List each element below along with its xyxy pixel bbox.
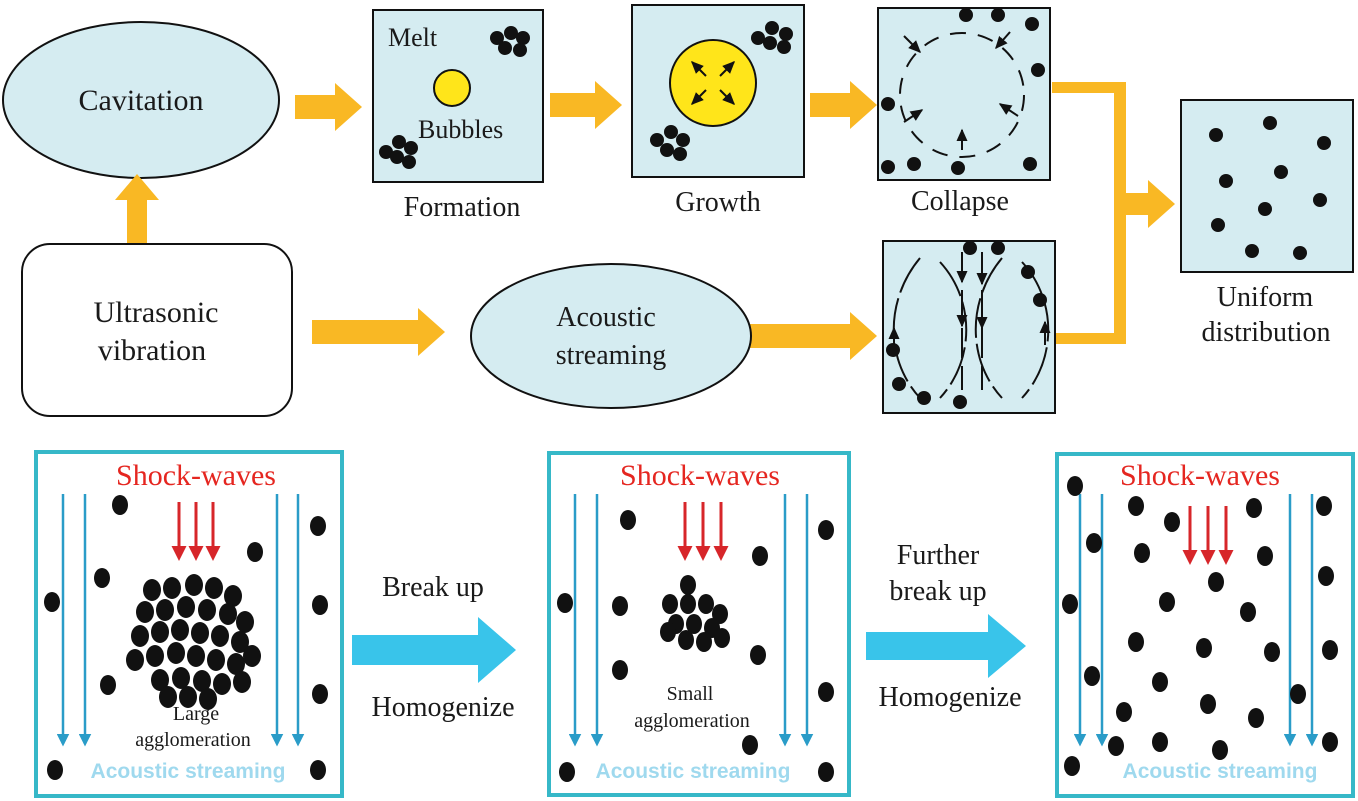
agglomeration-label-line1: Large — [173, 703, 219, 725]
particle-cluster — [379, 26, 530, 169]
growing-bubble — [669, 39, 757, 127]
uniform-label-line2: distribution — [1201, 317, 1330, 348]
acoustic-streaming-node — [470, 263, 752, 409]
shock-waves-label: Shock-waves — [1120, 459, 1280, 492]
up-arrow — [115, 174, 159, 243]
particles — [881, 8, 1045, 175]
cavitation-label: Cavitation — [79, 84, 204, 117]
collapse-panel — [877, 7, 1051, 181]
particles — [886, 241, 1047, 409]
step2-bottom-label: Homogenize — [878, 682, 1021, 713]
acoustic-streaming-caption: Acoustic streaming — [596, 760, 791, 783]
arrow-cavitation-to-formation — [295, 83, 362, 131]
arrow-growth-to-collapse — [810, 81, 877, 129]
formation-panel: Melt Bubbles — [372, 9, 544, 183]
agglomeration-label-line2: agglomeration — [135, 729, 251, 751]
ultrasonic-vibration-node — [21, 243, 293, 417]
small-bubble — [433, 69, 471, 107]
step1-top-label: Break up — [382, 572, 484, 603]
agglomeration-panel-2: Shock-waves Small agglomeration Acoustic… — [547, 451, 851, 797]
step2-top-label-line1: Further — [897, 540, 980, 571]
agglomeration-label-line1: Small — [667, 683, 714, 705]
step1-arrow — [352, 617, 516, 683]
cavitation-node — [2, 21, 280, 179]
agglomeration-label-line2: agglomeration — [634, 710, 750, 732]
step1-bottom-label: Homogenize — [371, 692, 514, 723]
step2-arrow — [866, 614, 1026, 678]
uniform-panel — [1180, 99, 1354, 273]
acoustic-streaming-caption: Acoustic streaming — [1123, 760, 1318, 783]
uniform-label-line1: Uniform — [1217, 282, 1314, 313]
acoustic-streaming-caption: Acoustic streaming — [91, 760, 286, 783]
acoustic-label-line2: streaming — [556, 340, 666, 371]
agglomeration-panel-1: Shock-waves — [34, 450, 344, 798]
particles — [557, 510, 834, 782]
particle-cluster — [650, 21, 793, 161]
particles — [1062, 476, 1338, 776]
formation-label: Formation — [404, 192, 521, 223]
collapse-label: Collapse — [911, 186, 1009, 217]
ultrasonic-label-line1: Ultrasonic — [94, 296, 219, 329]
particles — [1209, 116, 1331, 260]
large-agglomeration — [126, 574, 261, 710]
merge-connector — [1052, 82, 1175, 344]
arrow-streaming-to-panel — [748, 312, 877, 360]
agglomeration-panel-3: Shock-waves Acoustic streaming — [1055, 452, 1355, 798]
arrow-formation-to-growth — [550, 81, 622, 129]
particles — [44, 495, 328, 780]
melt-label: Melt — [388, 23, 438, 52]
acoustic-label-line1: Acoustic — [556, 302, 656, 333]
bubbles-label: Bubbles — [418, 115, 503, 144]
streaming-panel — [882, 240, 1056, 414]
shock-waves-label: Shock-waves — [116, 459, 276, 492]
arrow-ultrasonic-to-streaming — [312, 308, 445, 356]
small-agglomeration — [660, 575, 730, 652]
shock-waves-label: Shock-waves — [620, 459, 780, 492]
growth-label: Growth — [675, 187, 761, 218]
ultrasonic-label-line2: vibration — [98, 334, 206, 367]
growth-panel — [631, 4, 805, 178]
step2-top-label-line2: break up — [889, 576, 986, 607]
